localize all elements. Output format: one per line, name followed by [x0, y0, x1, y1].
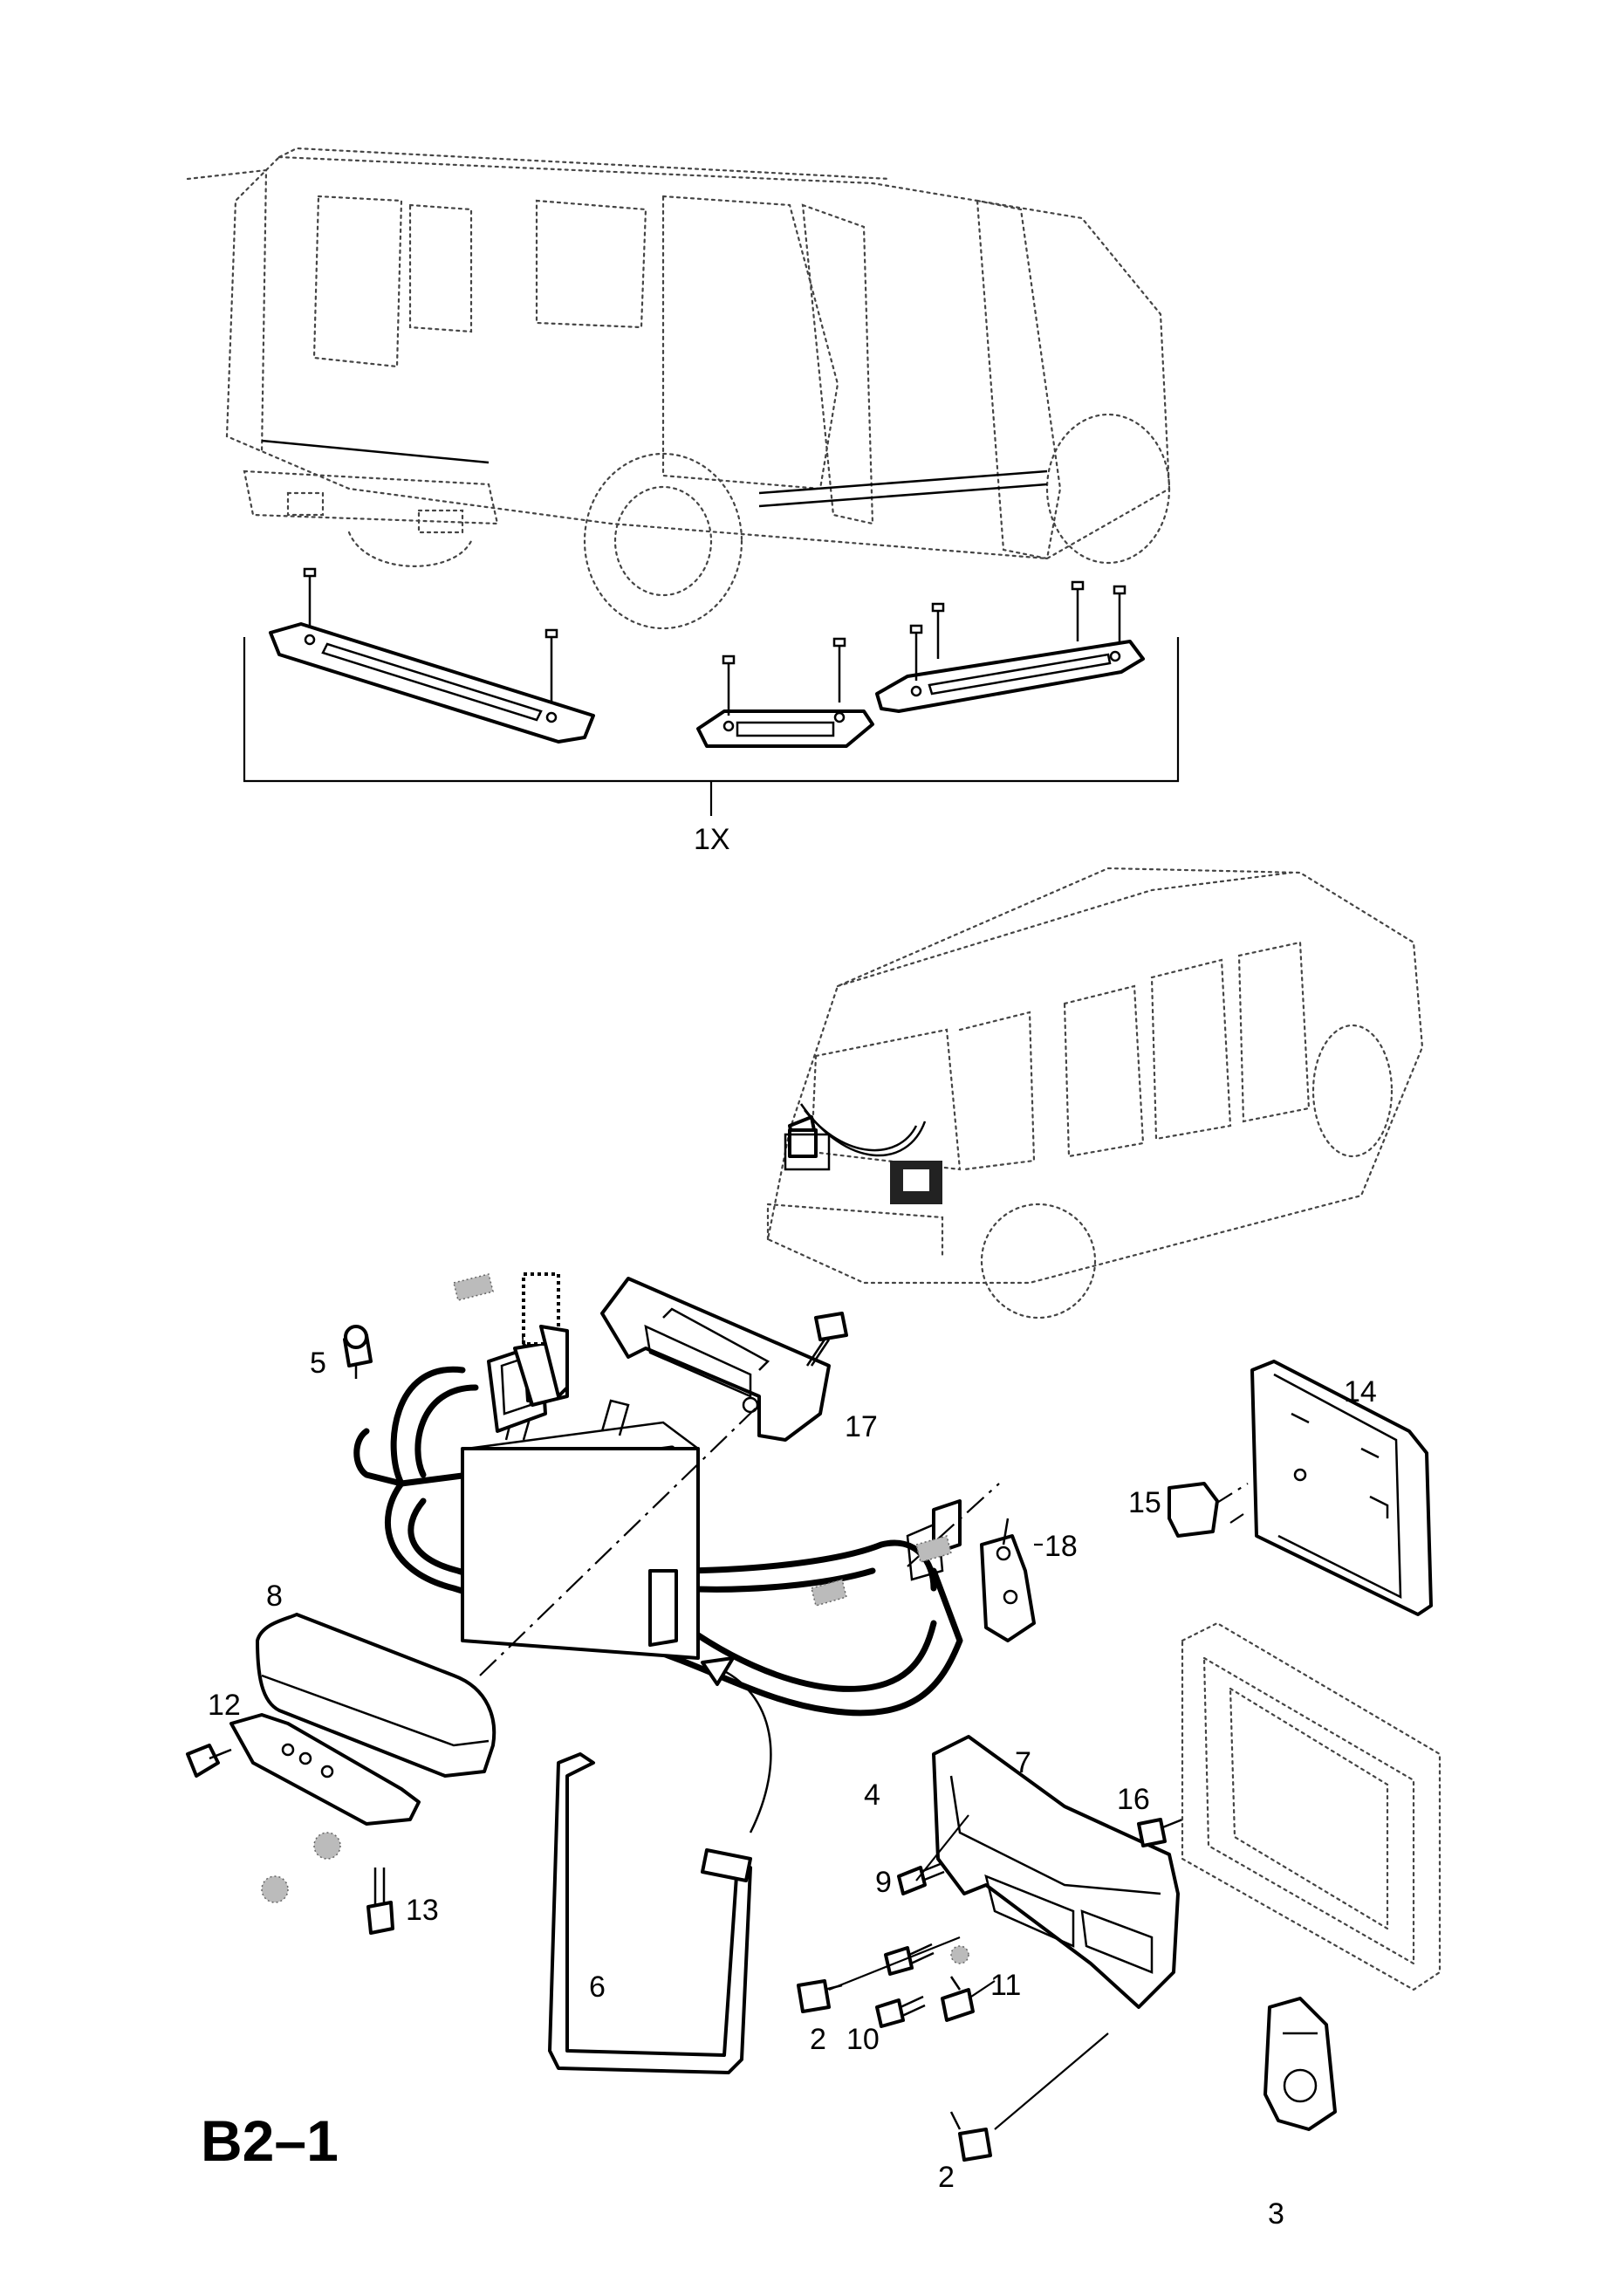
leader-lines-trim [828, 1814, 1109, 2130]
sill-screws [303, 567, 1127, 716]
leader-lines-misc [1034, 1513, 1244, 1546]
group-bracket-1x [243, 637, 1180, 816]
part-17-handle-cover [600, 1277, 831, 1442]
callout-4: 4 [864, 1779, 880, 1812]
callout-11: 11 [990, 1969, 1022, 2002]
part-6-seal-frame [548, 1752, 752, 2074]
callout-9: 9 [875, 1866, 892, 1899]
callout-8: 8 [266, 1580, 283, 1613]
part-10-screws [875, 1943, 935, 2028]
ghost-bolts [261, 1273, 969, 1964]
callout-3: 3 [1268, 2197, 1284, 2231]
vehicle-rear-view [766, 867, 1424, 1319]
part-18-side-bracket [980, 1518, 1036, 1642]
part-3-clip-nut [1263, 1997, 1337, 2131]
page-code: B2–1 [201, 2108, 339, 2173]
callout-5: 5 [310, 1347, 326, 1380]
callout-14: 14 [1344, 1375, 1377, 1408]
callout-15: 15 [1128, 1486, 1161, 1519]
callout-13: 13 [406, 1894, 439, 1927]
part-9-screw [897, 1861, 945, 1895]
callout-6: 6 [589, 1970, 606, 2004]
callout-16: 16 [1117, 1783, 1150, 1816]
rear-door-ghost [1181, 1621, 1442, 1991]
callout-17: 17 [845, 1410, 878, 1443]
callout-18: 18 [1044, 1530, 1078, 1563]
sill-plate-right [875, 640, 1145, 713]
centerline-17 [479, 1400, 764, 1676]
part-2-clip-upper [797, 1979, 843, 2013]
callout-7: 7 [1015, 1746, 1031, 1779]
callout-1x: 1X [694, 823, 730, 856]
part-17-bolt [805, 1312, 848, 1367]
callout-12: 12 [208, 1689, 241, 1722]
part-8-cover-pad [256, 1613, 496, 1778]
part-2-clip-lower [949, 2111, 992, 2162]
vehicle-side-view [186, 147, 1171, 630]
part-5-nut [343, 1325, 373, 1379]
part-14-trim-panel [1250, 1360, 1433, 1616]
sill-plate-left [269, 622, 595, 744]
upper-mount-bracket [513, 1272, 569, 1407]
fitting-direction-arrow [715, 1665, 772, 1833]
part-12-clamp-bracket [186, 1713, 421, 1826]
part-16-clip [1137, 1818, 1183, 1847]
sill-plate-center [696, 709, 874, 748]
part-7-trim-panel [932, 1735, 1180, 2009]
part-4-carrier-frame [353, 1329, 963, 1717]
part-15-plug [1168, 1482, 1219, 1538]
part-13-bolt [366, 1868, 394, 1935]
callout-2-upper: 2 [810, 2023, 826, 2056]
part-11-clip [941, 1976, 975, 2022]
callout-2-lower: 2 [938, 2161, 955, 2194]
callout-10: 10 [846, 2023, 880, 2056]
